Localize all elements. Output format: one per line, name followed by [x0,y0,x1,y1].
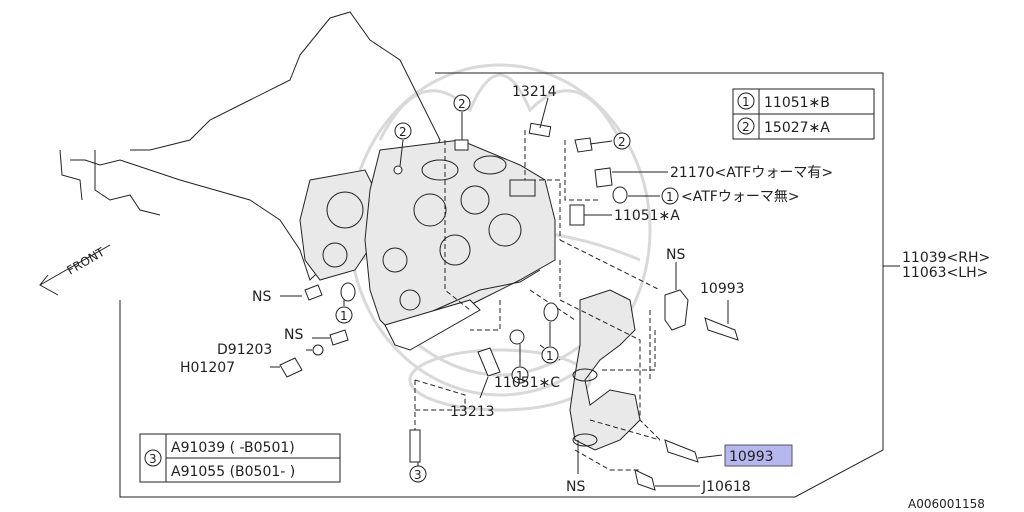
engine-block-outline [59,11,441,281]
label-21170[interactable]: 21170<ATFウォーマ有> [670,165,833,181]
legend-row-2: 15027∗A [764,120,830,136]
label-j10618[interactable]: J10618 [701,479,751,495]
assembly-frame [119,72,884,498]
marker-3-bottom: 3 [409,465,427,483]
label-d91203[interactable]: D91203 [217,342,272,358]
marker-1-left: 1 [335,306,353,324]
svg-text:2: 2 [458,97,466,111]
marker-1-atf: 1 [661,187,679,205]
marker-1-center: 1 [511,366,529,384]
label-ns-bottom: NS [566,479,585,495]
watermark-emblem [348,63,652,412]
svg-text:1: 1 [516,369,524,383]
small-parts [279,122,739,491]
label-ns-top: NS [666,247,685,263]
label-13213[interactable]: 13213 [450,404,495,420]
svg-text:1: 1 [546,349,554,363]
legend-top: 1 11051∗B 2 15027∗A [732,88,875,140]
label-h01207[interactable]: H01207 [180,360,235,376]
front-arrow: FRONT [39,244,111,296]
label-11063[interactable]: 11063<LH> [902,265,988,281]
label-atf-none: <ATFウォーマ無> [681,189,800,205]
svg-text:2: 2 [618,135,626,149]
highlight-10993 [724,444,793,467]
label-10993-top[interactable]: 10993 [700,281,745,297]
svg-text:1: 1 [340,309,348,323]
figure-id: A006001158 [908,497,985,511]
label-11051c[interactable]: 11051∗C [494,375,560,391]
front-label: FRONT [65,245,108,278]
legend-row-1: 11051∗B [764,95,830,111]
svg-text:3: 3 [414,468,422,482]
label-11051a[interactable]: 11051∗A [614,208,680,224]
legend-bottom-row-1: A91039 ( -B0501) [171,440,295,456]
leader-lines [270,97,729,487]
svg-text:1: 1 [742,95,750,109]
label-10993-highlight[interactable]: 10993 [729,449,774,465]
svg-text:2: 2 [399,125,407,139]
svg-text:3: 3 [149,452,157,466]
cylinder-head [364,139,556,351]
marker-2-right: 2 [613,132,631,150]
label-ns-left2: NS [284,327,303,343]
marker-2-top: 2 [453,94,471,112]
marker-2-left: 2 [394,122,412,140]
svg-text:2: 2 [742,120,750,134]
svg-text:1: 1 [666,190,674,204]
legend-bottom-row-2: A91055 (B0501- ) [171,464,295,480]
marker-1-right: 1 [541,346,559,364]
camshaft-caps [569,289,689,451]
legend-bottom: 3 A91039 ( -B0501) A91055 (B0501- ) [139,433,341,483]
label-ns-left: NS [252,289,271,305]
label-13214[interactable]: 13214 [512,84,557,100]
label-11039[interactable]: 11039<RH> [902,250,990,266]
